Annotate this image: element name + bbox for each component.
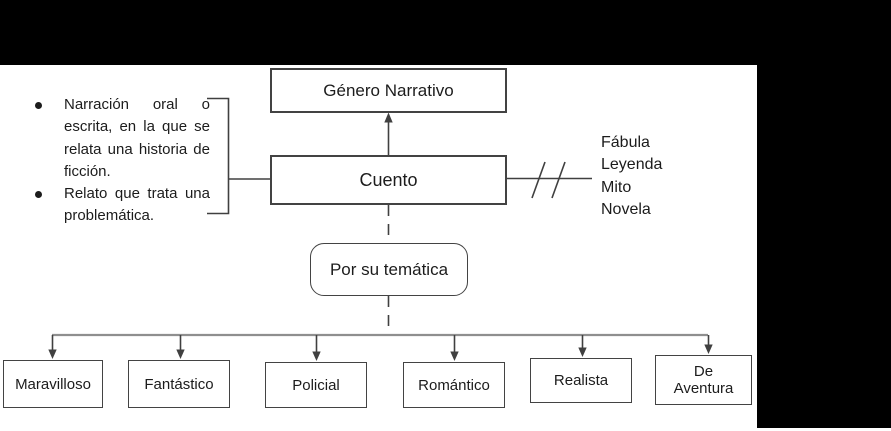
definition-bullet-item: Narración oral o escrita, en la que se r… [28,94,210,183]
branch-arrow-policial [312,335,321,361]
branch-arrow-maravilloso [48,335,57,359]
related-genre-item: Fábula [601,134,650,151]
branch-arrow-romantico [450,335,459,361]
node-cuento-label: Cuento [359,169,418,190]
bullet-icon [35,191,42,199]
cuento-to-genero-arrow [384,112,393,155]
node-genero-narrativo: Género Narrativo [270,68,507,113]
definition-bracket [207,97,230,215]
node-cuento: Cuento [270,155,507,205]
theme-box-label: Realista [553,372,609,389]
top-letterbox [0,0,891,65]
bullet-icon [35,102,42,109]
theme-box-label: Fantástico [144,375,214,393]
right-letterbox [757,65,891,428]
theme-box-romantico: Romántico [403,362,505,408]
theme-box-policial: Policial [265,362,367,408]
break-marks-icon [531,161,566,199]
related-genre-item: Leyenda [601,156,663,174]
theme-box-fantastico: Fantástico [128,360,230,408]
definition-bullet-text: Relato que trata una problemática. [64,185,210,225]
branch-arrow-fantastico [176,335,185,359]
theme-box-label: Policial [292,376,340,394]
theme-box-maravilloso: Maravilloso [3,360,103,408]
related-genre-item: Mito [601,178,632,196]
node-por-su-tematica: Por su temática [310,243,468,296]
theme-box-label: Romántico [418,376,490,394]
definition-bullet-item: Relato que trata una problemática. [28,183,210,228]
node-genero-narrativo-label: Género Narrativo [323,80,454,100]
related-genre-item: Novela [601,200,651,218]
theme-box-label: Maravilloso [15,375,91,393]
node-por-su-tematica-label: Por su temática [329,259,449,279]
related-genres-list: Fábula Leyenda Mito Novela [601,132,662,221]
definition-bullets: Narración oral o escrita, en la que se r… [28,94,210,228]
theme-box-de-aventura: De Aventura [655,355,752,405]
definition-bullet-text: Narración oral o escrita, en la que se r… [64,96,210,180]
branch-arrow-aventura [704,335,713,354]
branch-arrow-realista [578,335,587,357]
theme-box-realista: Realista [530,358,632,403]
theme-box-label: De Aventura [673,363,734,397]
